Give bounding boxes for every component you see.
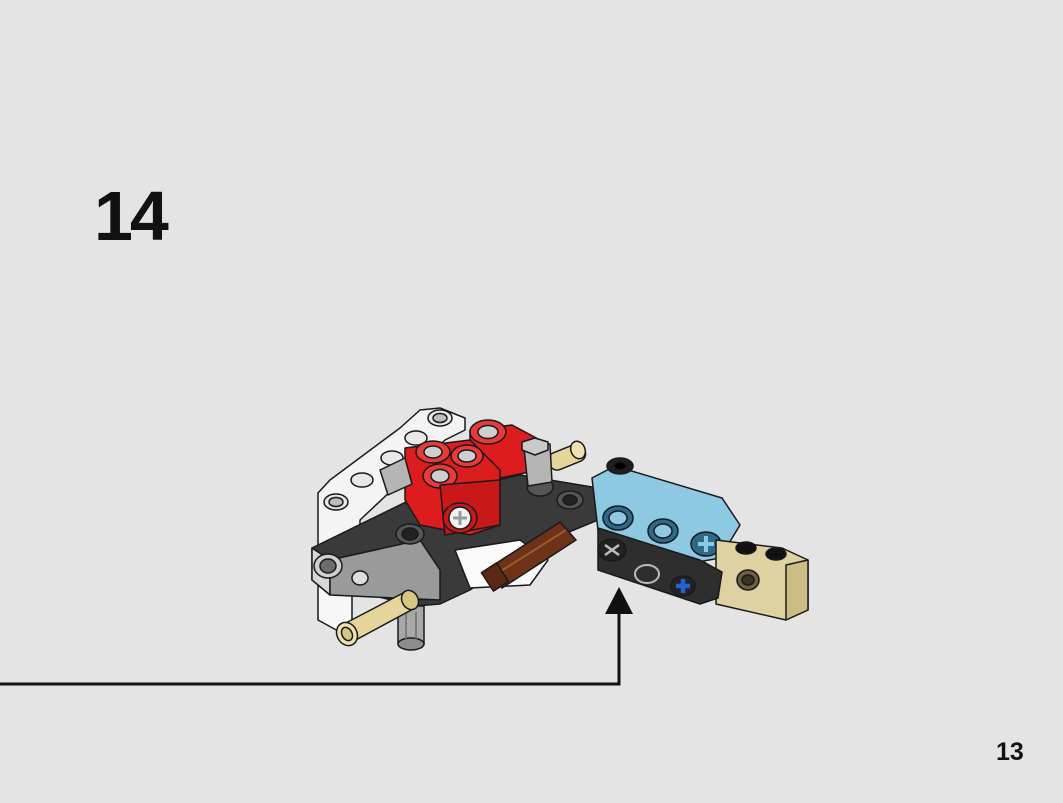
lego-model [311, 407, 809, 651]
step-number: 14 [94, 177, 169, 255]
axle-hole-cross-icon [676, 579, 690, 593]
tan-pin-bottom [335, 589, 420, 647]
tan-brick [715, 539, 809, 621]
black-pins [606, 457, 634, 475]
black-frame [311, 474, 599, 607]
tan-pin-top [547, 440, 587, 471]
callout-arrow-icon [0, 587, 633, 686]
black-beam [597, 527, 723, 605]
gray-axle-joiners [379, 437, 553, 496]
brown-axle [480, 521, 577, 592]
page-number: 13 [996, 738, 1024, 766]
red-connectors [404, 419, 541, 536]
